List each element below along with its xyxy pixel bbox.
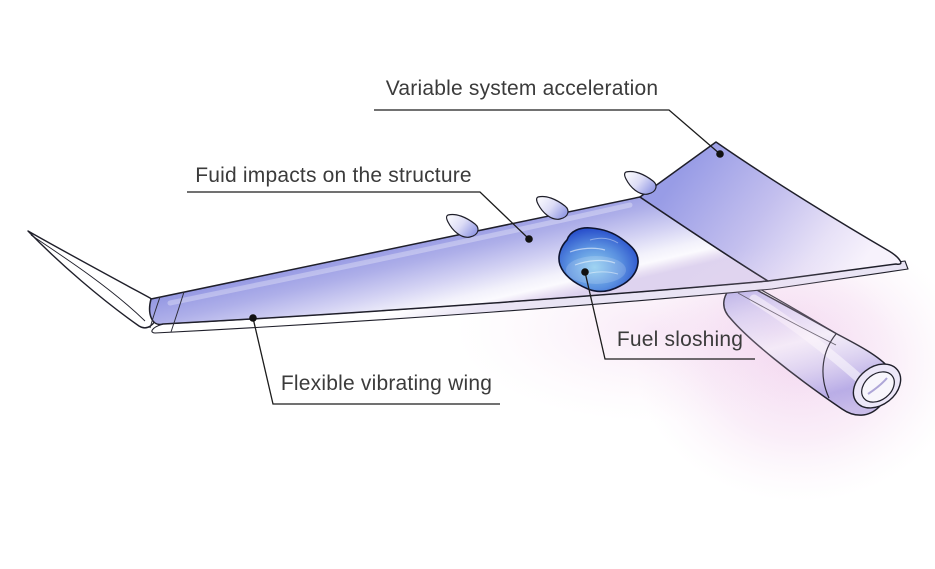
wing-right-panel <box>639 141 902 282</box>
overwing-glow <box>655 245 895 415</box>
leader-variable-system-acceleration <box>374 109 721 155</box>
dot-fluid-impacts-structure <box>525 235 533 243</box>
wing-crease-line-2 <box>170 291 185 333</box>
vortex-fin-1 <box>445 213 479 238</box>
dot-flexible-vibrating-wing <box>249 314 257 322</box>
wing-tip-fold-line <box>30 234 146 322</box>
annotation-label-fuel-sloshing: Fuel sloshing <box>616 328 744 351</box>
wing-crease-line-1 <box>149 296 161 329</box>
dot-variable-system-acceleration <box>716 150 724 158</box>
leader-flexible-vibrating-wing <box>252 317 500 405</box>
leader-fuel-sloshing <box>584 271 755 360</box>
vortex-fin-3 <box>623 170 657 195</box>
annotation-label-variable-system-acceleration: Variable system acceleration <box>385 77 659 100</box>
dot-fuel-sloshing <box>581 268 589 276</box>
annotation-label-fluid-impacts-structure: Fuid impacts on the structure <box>195 164 472 187</box>
wing-leading-edge-sheen <box>167 202 633 306</box>
annotation-label-flexible-vibrating-wing: Flexible vibrating wing <box>280 372 493 395</box>
leader-fluid-impacts-structure <box>187 191 530 240</box>
vortex-fin-2 <box>535 195 569 220</box>
fuel-blob <box>558 227 639 293</box>
annotation-dots <box>249 150 724 322</box>
annotation-lines <box>187 109 755 405</box>
